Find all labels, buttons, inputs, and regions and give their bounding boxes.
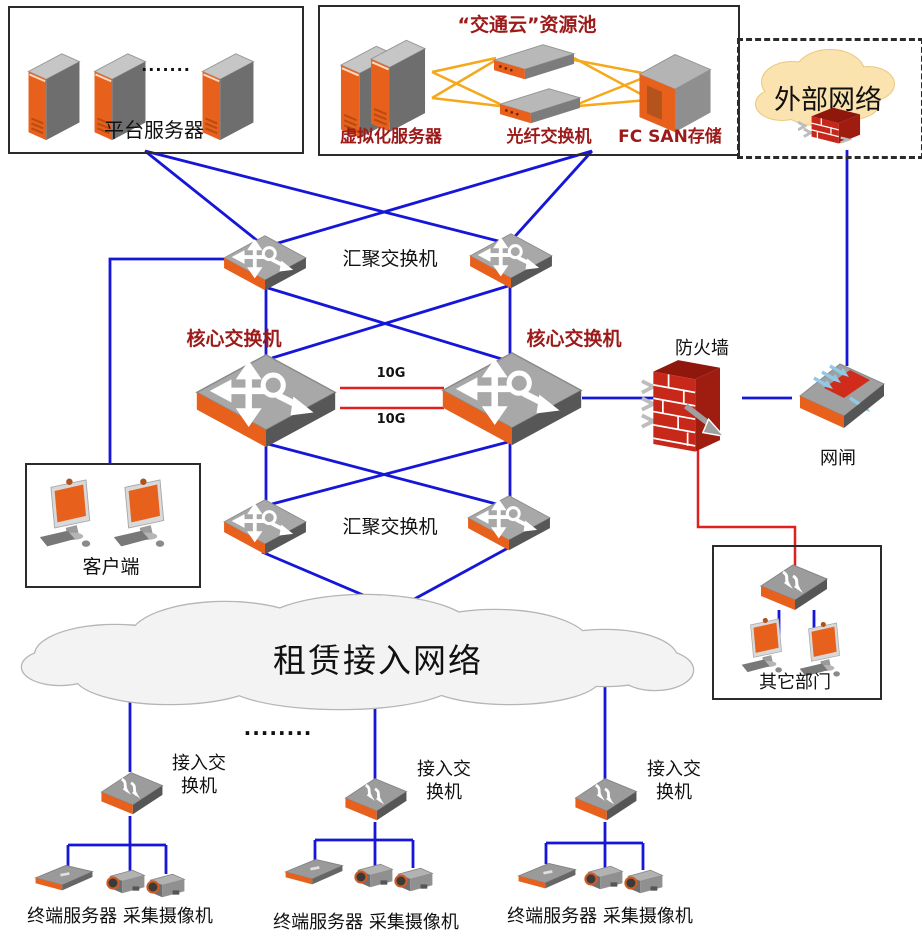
10g-and-dmz-links [340, 386, 797, 572]
platform-server-label: 平台服务器 [104, 118, 204, 142]
terminal-camera-label: 终端服务器 采集摄像机 [273, 912, 459, 933]
agg-switch-icon [468, 232, 554, 290]
other-dept-label: 其它部门 [759, 672, 831, 693]
virtual-server-label: 虚拟化服务器 [340, 127, 442, 147]
access-switch-label: 接入交换机 [647, 759, 701, 804]
fiber-switch-label: 光纤交换机 [506, 127, 592, 147]
terminal-camera-label: 终端服务器 采集摄像机 [507, 906, 693, 927]
core-switch-left-label: 核心交换机 [186, 328, 282, 350]
fiber-switch-icon [488, 42, 580, 82]
lease-cloud-label: 租赁接入网络 [273, 641, 483, 680]
fc-san-storage-label: FC SAN存储 [618, 127, 722, 147]
platform-server-box [8, 6, 304, 154]
virtual-server-icon [363, 32, 433, 136]
access-switch-label: 接入交换机 [417, 759, 471, 804]
link-10g-top-label: 10G [376, 366, 406, 381]
link-10g-bottom-label: 10G [376, 412, 406, 427]
agg-switch-icon [222, 498, 308, 556]
camera-icon [388, 864, 436, 898]
access-switch-label: 接入交换机 [172, 753, 226, 798]
core-switch-icon [192, 352, 340, 450]
external-firewall-icon [798, 102, 862, 150]
core-switch-right-label: 核心交换机 [526, 328, 622, 350]
ellipsis-dots: ....... [141, 56, 191, 75]
terminal-server-icon [515, 858, 579, 892]
client-box [25, 463, 201, 588]
dept-switch-icon [752, 560, 834, 614]
terminal-server-icon [282, 854, 346, 888]
terminal-server-icon [32, 860, 96, 894]
client-pc-icon [38, 476, 110, 554]
external-cloud-shape [755, 49, 895, 126]
agg-switch-bottom-label: 汇聚交换机 [342, 516, 438, 538]
camera-icon [618, 866, 666, 900]
access-switch-icon [568, 774, 642, 824]
agg-switch-icon [466, 494, 552, 552]
camera-icon [140, 870, 188, 904]
agg-switch-icon [222, 234, 308, 292]
terminal-camera-label: 终端服务器 采集摄像机 [27, 906, 213, 927]
core-switch-icon [438, 350, 586, 448]
lease-cloud-shape [20, 593, 695, 711]
san-links [431, 56, 649, 108]
cloud-pool-title: “交通云”资源池 [457, 14, 597, 36]
gap-device-icon [788, 352, 888, 438]
client-label: 客户端 [82, 556, 140, 578]
ellipsis-dots-mid: ........ [243, 716, 313, 740]
fiber-switch-icon [494, 86, 586, 126]
agg-switch-top-label: 汇聚交换机 [342, 248, 438, 270]
other-dept-box [712, 545, 882, 700]
access-switch-icon [338, 774, 412, 824]
client-pc-icon [112, 476, 184, 554]
gap-label: 网闸 [820, 448, 856, 469]
firewall-icon [640, 350, 740, 456]
access-switch-icon [94, 768, 168, 818]
firewall-label: 防火墙 [675, 338, 729, 359]
